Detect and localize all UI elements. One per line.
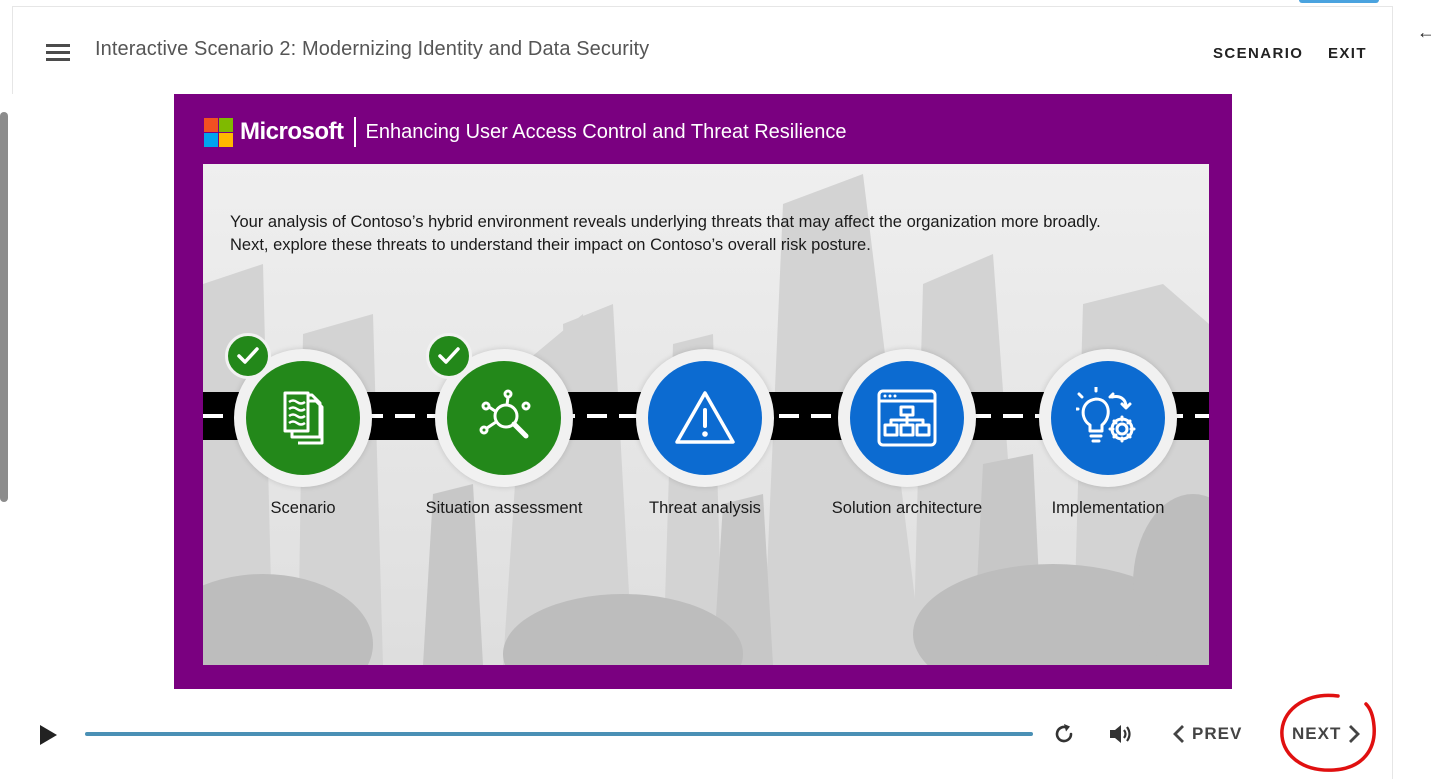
lightbulb-gear-icon xyxy=(1076,387,1136,443)
next-label: NEXT xyxy=(1292,724,1342,743)
play-icon[interactable] xyxy=(38,724,58,746)
step-ring xyxy=(1039,349,1177,487)
course-title: Interactive Scenario 2: Modernizing Iden… xyxy=(95,38,650,60)
step-disc[interactable] xyxy=(246,361,360,475)
progress-bar[interactable] xyxy=(85,732,1033,736)
annotation-circle xyxy=(1280,693,1376,772)
step-disc[interactable] xyxy=(447,361,561,475)
menu-icon[interactable] xyxy=(46,44,70,61)
volume-icon[interactable] xyxy=(1108,722,1134,746)
step-ring xyxy=(435,349,573,487)
brand-separator xyxy=(353,117,356,147)
scenario-link[interactable]: SCENARIO xyxy=(1213,45,1304,62)
step-label: Threat analysis xyxy=(649,499,761,517)
content-panel: Your analysis of Contoso’s hybrid enviro… xyxy=(203,164,1209,665)
scrollbar[interactable] xyxy=(0,112,8,502)
slide-header: Microsoft Enhancing User Access Control … xyxy=(204,116,847,148)
player-controls: PREV NEXT xyxy=(0,700,1392,779)
step-ring xyxy=(838,349,976,487)
completed-check-icon xyxy=(225,333,271,379)
step-disc[interactable] xyxy=(648,361,762,475)
prev-button[interactable]: PREV xyxy=(1172,724,1242,744)
back-arrow-icon[interactable]: ← xyxy=(1417,22,1431,42)
left-divider xyxy=(12,6,13,94)
step-ring xyxy=(636,349,774,487)
chevron-left-icon xyxy=(1173,725,1184,743)
slide-frame: Microsoft Enhancing User Access Control … xyxy=(174,94,1232,689)
intro-text: Your analysis of Contoso’s hybrid enviro… xyxy=(230,213,1101,254)
step-label: Scenario xyxy=(270,499,336,517)
documents-icon xyxy=(283,391,324,445)
next-button[interactable]: NEXT xyxy=(1292,724,1361,744)
top-accent-bar xyxy=(1299,0,1379,3)
magnifier-network-icon xyxy=(479,389,531,439)
warning-icon xyxy=(675,391,735,444)
step-label: Situation assessment xyxy=(425,499,583,517)
architecture-diagram-icon xyxy=(877,389,937,447)
step-disc[interactable] xyxy=(1051,361,1165,475)
brand-name: Microsoft xyxy=(240,118,344,145)
step-label: Implementation xyxy=(1051,499,1165,517)
right-divider xyxy=(1392,6,1393,779)
replay-icon[interactable] xyxy=(1052,722,1076,746)
chevron-right-icon xyxy=(1349,725,1361,743)
exit-link[interactable]: EXIT xyxy=(1328,45,1367,62)
top-divider xyxy=(12,6,1393,7)
prev-label: PREV xyxy=(1192,724,1243,743)
microsoft-logo-icon xyxy=(204,117,233,147)
step-disc[interactable] xyxy=(850,361,964,475)
slide-title: Enhancing User Access Control and Threat… xyxy=(365,120,847,143)
completed-check-icon xyxy=(426,333,472,379)
step-label: Solution architecture xyxy=(831,499,983,517)
player-header: Interactive Scenario 2: Modernizing Iden… xyxy=(0,0,1392,100)
